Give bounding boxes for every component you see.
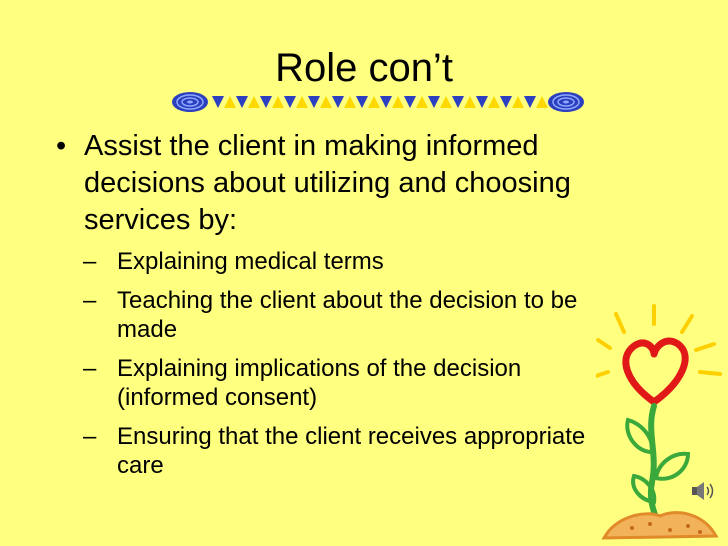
sub-bullet-text: Explaining medical terms — [117, 248, 384, 275]
left-spiral-icon — [172, 92, 208, 112]
right-spiral-icon — [548, 92, 584, 112]
bullet-list: • Assist the client in making informed d… — [50, 128, 630, 490]
zigzag-triangle — [452, 96, 464, 108]
bullet-marker: • — [56, 130, 67, 162]
zigzag-triangle — [368, 96, 380, 108]
zigzag-triangle — [212, 96, 224, 108]
zigzag-triangle — [500, 96, 512, 108]
zigzag-chain-icon — [212, 96, 548, 108]
heart-flower-clipart — [596, 304, 722, 540]
zigzag-triangle — [356, 96, 368, 108]
zigzag-triangle — [272, 96, 284, 108]
zigzag-triangle — [416, 96, 428, 108]
speaker-icon[interactable] — [690, 480, 716, 502]
zigzag-triangle — [392, 96, 404, 108]
zigzag-triangle — [404, 96, 416, 108]
sub-bullet: – Explaining implications of the decisio… — [83, 354, 617, 412]
zigzag-triangle — [464, 96, 476, 108]
zigzag-triangle — [536, 96, 548, 108]
sub-bullet-text: Teaching the client about the decision t… — [117, 287, 578, 343]
stem-icon — [647, 403, 661, 527]
sub-bullet-marker: – — [83, 248, 97, 275]
zigzag-triangle — [308, 96, 320, 108]
sub-bullet-text: Explaining implications of the decision … — [117, 355, 522, 411]
zigzag-triangle — [440, 96, 452, 108]
sub-bullet: – Ensuring that the client receives appr… — [83, 422, 617, 480]
zigzag-triangle — [512, 96, 524, 108]
main-bullet: • Assist the client in making informed d… — [50, 128, 630, 239]
zigzag-triangle — [476, 96, 488, 108]
sub-bullet-marker: – — [83, 423, 97, 450]
slide-title: Role con’t — [275, 46, 453, 90]
zigzag-triangle — [248, 96, 260, 108]
heart-icon — [622, 337, 689, 406]
soil-icon — [601, 511, 719, 540]
leaf-icon — [625, 417, 655, 455]
sub-bullet-text: Ensuring that the client receives approp… — [117, 423, 586, 479]
main-bullet-text: Assist the client in making informed dec… — [84, 130, 571, 236]
zigzag-triangle — [428, 96, 440, 108]
zigzag-triangle — [488, 96, 500, 108]
zigzag-triangle — [380, 96, 392, 108]
zigzag-triangle — [344, 96, 356, 108]
swirl-divider-icon — [172, 92, 584, 112]
sub-bullet-list: – Explaining medical terms – Teaching th… — [50, 247, 630, 480]
zigzag-triangle — [320, 96, 332, 108]
sub-bullet: – Teaching the client about the decision… — [83, 286, 617, 344]
zigzag-triangle — [284, 96, 296, 108]
zigzag-triangle — [224, 96, 236, 108]
leaf-icon — [631, 473, 657, 505]
zigzag-triangle — [260, 96, 272, 108]
sub-bullet-marker: – — [83, 355, 97, 382]
zigzag-triangle — [236, 96, 248, 108]
zigzag-triangle — [332, 96, 344, 108]
leaf-icon — [653, 451, 691, 481]
sun-rays-icon — [596, 304, 722, 378]
sub-bullet-marker: – — [83, 287, 97, 314]
zigzag-triangle — [296, 96, 308, 108]
sub-bullet: – Explaining medical terms — [83, 247, 617, 276]
zigzag-triangle — [524, 96, 536, 108]
